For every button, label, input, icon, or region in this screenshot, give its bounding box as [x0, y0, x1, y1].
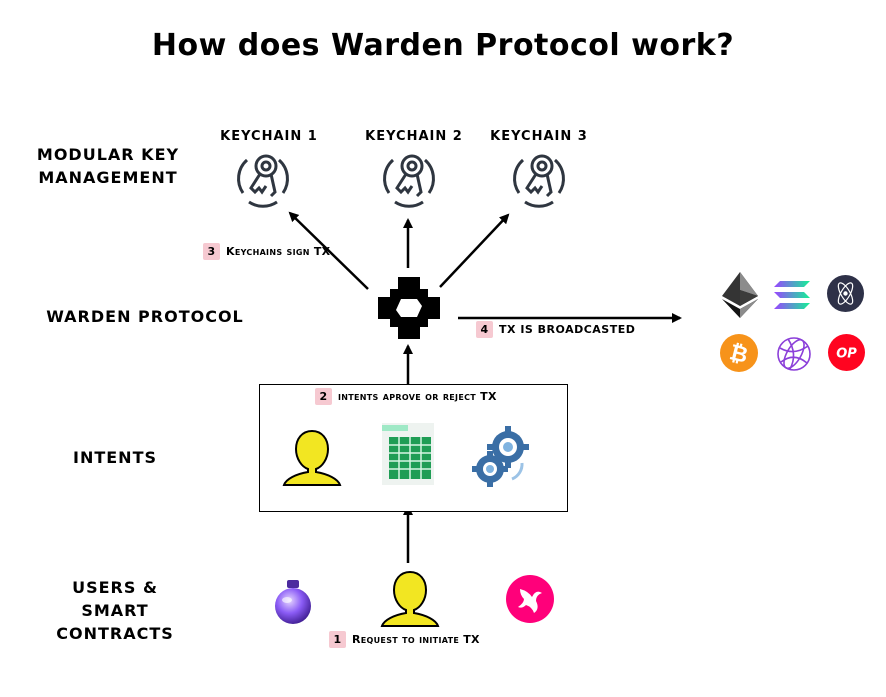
keychain-3-label: KEYCHAIN 3: [490, 129, 588, 144]
optimism-label: OP: [836, 347, 857, 362]
step-3-number: 3: [203, 243, 220, 260]
arrow-to-keychain-1: [288, 211, 369, 290]
step-1-number: 1: [329, 631, 346, 648]
step-4-number: 4: [476, 321, 493, 338]
step-3-text: Keychains sign TX: [226, 245, 331, 258]
arrow-to-keychain-3: [439, 213, 510, 288]
step-4-text: TX IS BROADCASTED: [499, 323, 636, 336]
spreadsheet-intent-icon: [382, 423, 434, 485]
step-2-number: 2: [315, 388, 332, 405]
step-3: 3 Keychains sign TX: [203, 243, 330, 260]
user-icon: [380, 570, 440, 627]
cosmos-icon: [827, 275, 864, 312]
label-users-smart-contracts: USERS & SMART CONTRACTS: [15, 576, 215, 645]
user-intent-icon: [282, 429, 342, 486]
label-warden-protocol: WARDEN PROTOCOL: [46, 307, 244, 326]
warden-logo-icon: [378, 277, 440, 339]
potion-flask-icon: [275, 580, 311, 624]
label-modular-key-management: MODULAR KEY MANAGEMENT: [18, 143, 198, 189]
solana-icon: [774, 281, 810, 309]
keychain-1-label: KEYCHAIN 1: [220, 129, 318, 144]
svg-text:₿: ₿: [727, 340, 750, 369]
label-users-text: USERS & SMART CONTRACTS: [56, 578, 174, 643]
ethereum-icon: [722, 272, 758, 318]
keychain-1-icon: [237, 154, 289, 208]
gears-intent-icon: [472, 426, 529, 487]
step-2: 2 intents aprove or reject TX: [315, 388, 497, 405]
uniswap-icon: [506, 575, 554, 623]
step-4: 4 TX IS BROADCASTED: [476, 321, 635, 338]
label-modular-text: MODULAR KEY MANAGEMENT: [36, 145, 180, 187]
keychain-3-icon: [513, 154, 565, 208]
keychain-2-label: KEYCHAIN 2: [365, 129, 463, 144]
bitcoin-icon: ₿: [720, 334, 758, 372]
keychain-2-icon: [383, 154, 435, 208]
globe-chain-icon: [777, 337, 811, 371]
step-2-text: intents aprove or reject TX: [338, 390, 497, 403]
label-intents: INTENTS: [72, 448, 157, 467]
optimism-icon: OP: [828, 334, 865, 371]
step-1-text: Request to initiate TX: [352, 633, 480, 646]
step-1: 1 Request to initiate TX: [329, 631, 480, 648]
page-title: How does Warden Protocol work?: [151, 28, 735, 63]
